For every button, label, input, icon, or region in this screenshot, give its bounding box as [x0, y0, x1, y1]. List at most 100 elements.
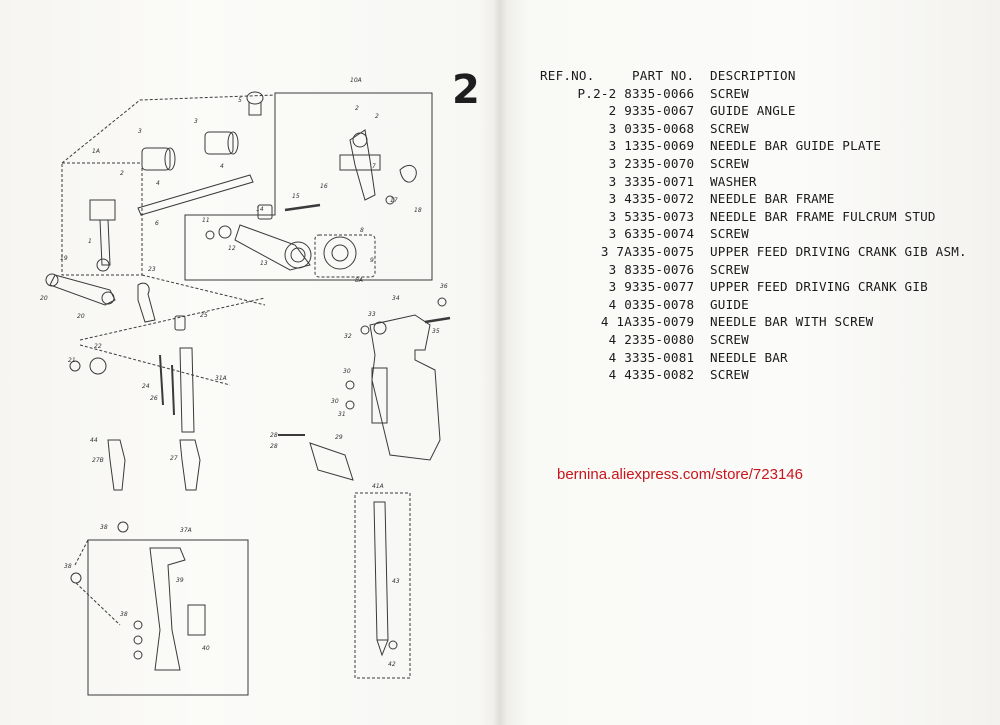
description-cell: GUIDE ANGLE: [710, 103, 796, 119]
ref-cell: 2 9: [608, 103, 632, 119]
diagram-label: 10A: [350, 77, 362, 84]
ref-cell: 3 4: [608, 191, 632, 207]
diagram-label: 43: [392, 578, 400, 585]
diagram-label: 4: [156, 180, 160, 187]
table-header-row: REF.NO. PART NO. DESCRIPTION: [540, 67, 967, 85]
ref-cell: 3 8: [608, 261, 632, 277]
description-cell: SCREW: [710, 331, 749, 347]
part-no-cell: 335-0075: [632, 243, 695, 259]
part-no-cell: 335-0079: [632, 314, 695, 330]
part-no-cell: 335-0068: [632, 120, 695, 136]
diagram-label: 37A: [180, 527, 192, 534]
diagram-label: 11: [202, 217, 210, 224]
diagram-label: 8A: [355, 277, 363, 284]
header-ref-no: REF.NO.: [540, 68, 595, 83]
diagram-label: 41A: [372, 483, 384, 490]
part-no-cell: 335-0078: [632, 296, 695, 312]
diagram-label: 1A: [92, 148, 100, 155]
part-no-cell: 335-0073: [632, 208, 695, 224]
ref-cell: 3 2: [608, 155, 632, 171]
ref-cell: 4 3: [608, 349, 632, 365]
description-cell: SCREW: [710, 226, 749, 242]
page-fold: [493, 0, 507, 725]
diagram-label: 7: [372, 163, 376, 170]
ref-cell: 3 7A: [600, 243, 632, 259]
diagram-label: 31: [338, 411, 346, 418]
part-no-cell: 335-0066: [632, 85, 695, 101]
part-no-cell: 335-0070: [632, 155, 695, 171]
part-no-cell: 335-0076: [632, 261, 695, 277]
diagram-label: 14: [256, 206, 264, 213]
page-number: 2: [452, 67, 480, 113]
description-cell: NEEDLE BAR FRAME FULCRUM STUD: [710, 208, 936, 224]
diagram-label: 30: [343, 368, 351, 375]
ref-cell: 3 0: [608, 120, 632, 136]
part-no-cell: 335-0067: [632, 103, 695, 119]
part-no-cell: 335-0082: [632, 367, 695, 383]
description-cell: SCREW: [710, 261, 749, 277]
description-cell: SCREW: [710, 367, 749, 383]
diagram-label: 34: [392, 295, 400, 302]
part-no-cell: 335-0071: [632, 173, 695, 189]
diagram-label: 6: [155, 220, 159, 227]
diagram-label: 23: [148, 266, 156, 273]
diagram-label: 38: [120, 611, 128, 618]
part-no-cell: 335-0080: [632, 331, 695, 347]
diagram-label: 24: [142, 383, 150, 390]
description-cell: WASHER: [710, 173, 757, 189]
description-cell: NEEDLE BAR GUIDE PLATE: [710, 138, 882, 154]
diagram-label: 17: [390, 197, 398, 204]
diagram-label: 27: [170, 455, 178, 462]
ref-cell: 4 4: [608, 367, 632, 383]
exploded-parts-diagram: 10A 5 3 3 4 4 1A 2 1 6 19 20 20 23 25 11…: [40, 77, 451, 696]
description-cell: SCREW: [710, 85, 749, 101]
diagram-label: 38: [100, 524, 108, 531]
diagram-label: 29: [335, 434, 343, 441]
diagram-label: 33: [368, 311, 376, 318]
ref-cell: 3 3: [608, 173, 632, 189]
description-cell: SCREW: [710, 120, 749, 136]
header-description: DESCRIPTION: [710, 68, 796, 83]
part-no-cell: 335-0081: [632, 349, 695, 365]
diagram-label: 35: [432, 328, 440, 335]
diagram-label: 2: [120, 170, 124, 177]
ref-cell: 3 6: [608, 226, 632, 242]
diagram-label: 2: [355, 105, 359, 112]
description-cell: NEEDLE BAR: [710, 349, 788, 365]
part-no-cell: 335-0069: [632, 138, 695, 154]
description-cell: NEEDLE BAR WITH SCREW: [710, 314, 874, 330]
description-cell: GUIDE: [710, 296, 749, 312]
diagram-label: 44: [90, 437, 98, 444]
diagram-label: 28: [270, 443, 278, 450]
diagram-label: 19: [60, 255, 68, 262]
diagram-label: 16: [320, 183, 328, 190]
diagram-label: 12: [228, 245, 236, 252]
diagram-label: 4: [220, 163, 224, 170]
ref-cell: 4 1A: [600, 314, 632, 330]
description-cell: SCREW: [710, 155, 749, 171]
diagram-label: 30: [331, 398, 339, 405]
diagram-label: 5: [238, 97, 242, 104]
diagram-label: 2: [375, 113, 379, 120]
diagram-label: 20: [40, 295, 48, 302]
diagram-label: 3: [194, 118, 198, 125]
diagram-label: 3: [138, 128, 142, 135]
part-no-cell: 335-0077: [632, 279, 695, 295]
diagram-label: 42: [388, 661, 396, 668]
part-no-cell: 335-0074: [632, 226, 695, 242]
